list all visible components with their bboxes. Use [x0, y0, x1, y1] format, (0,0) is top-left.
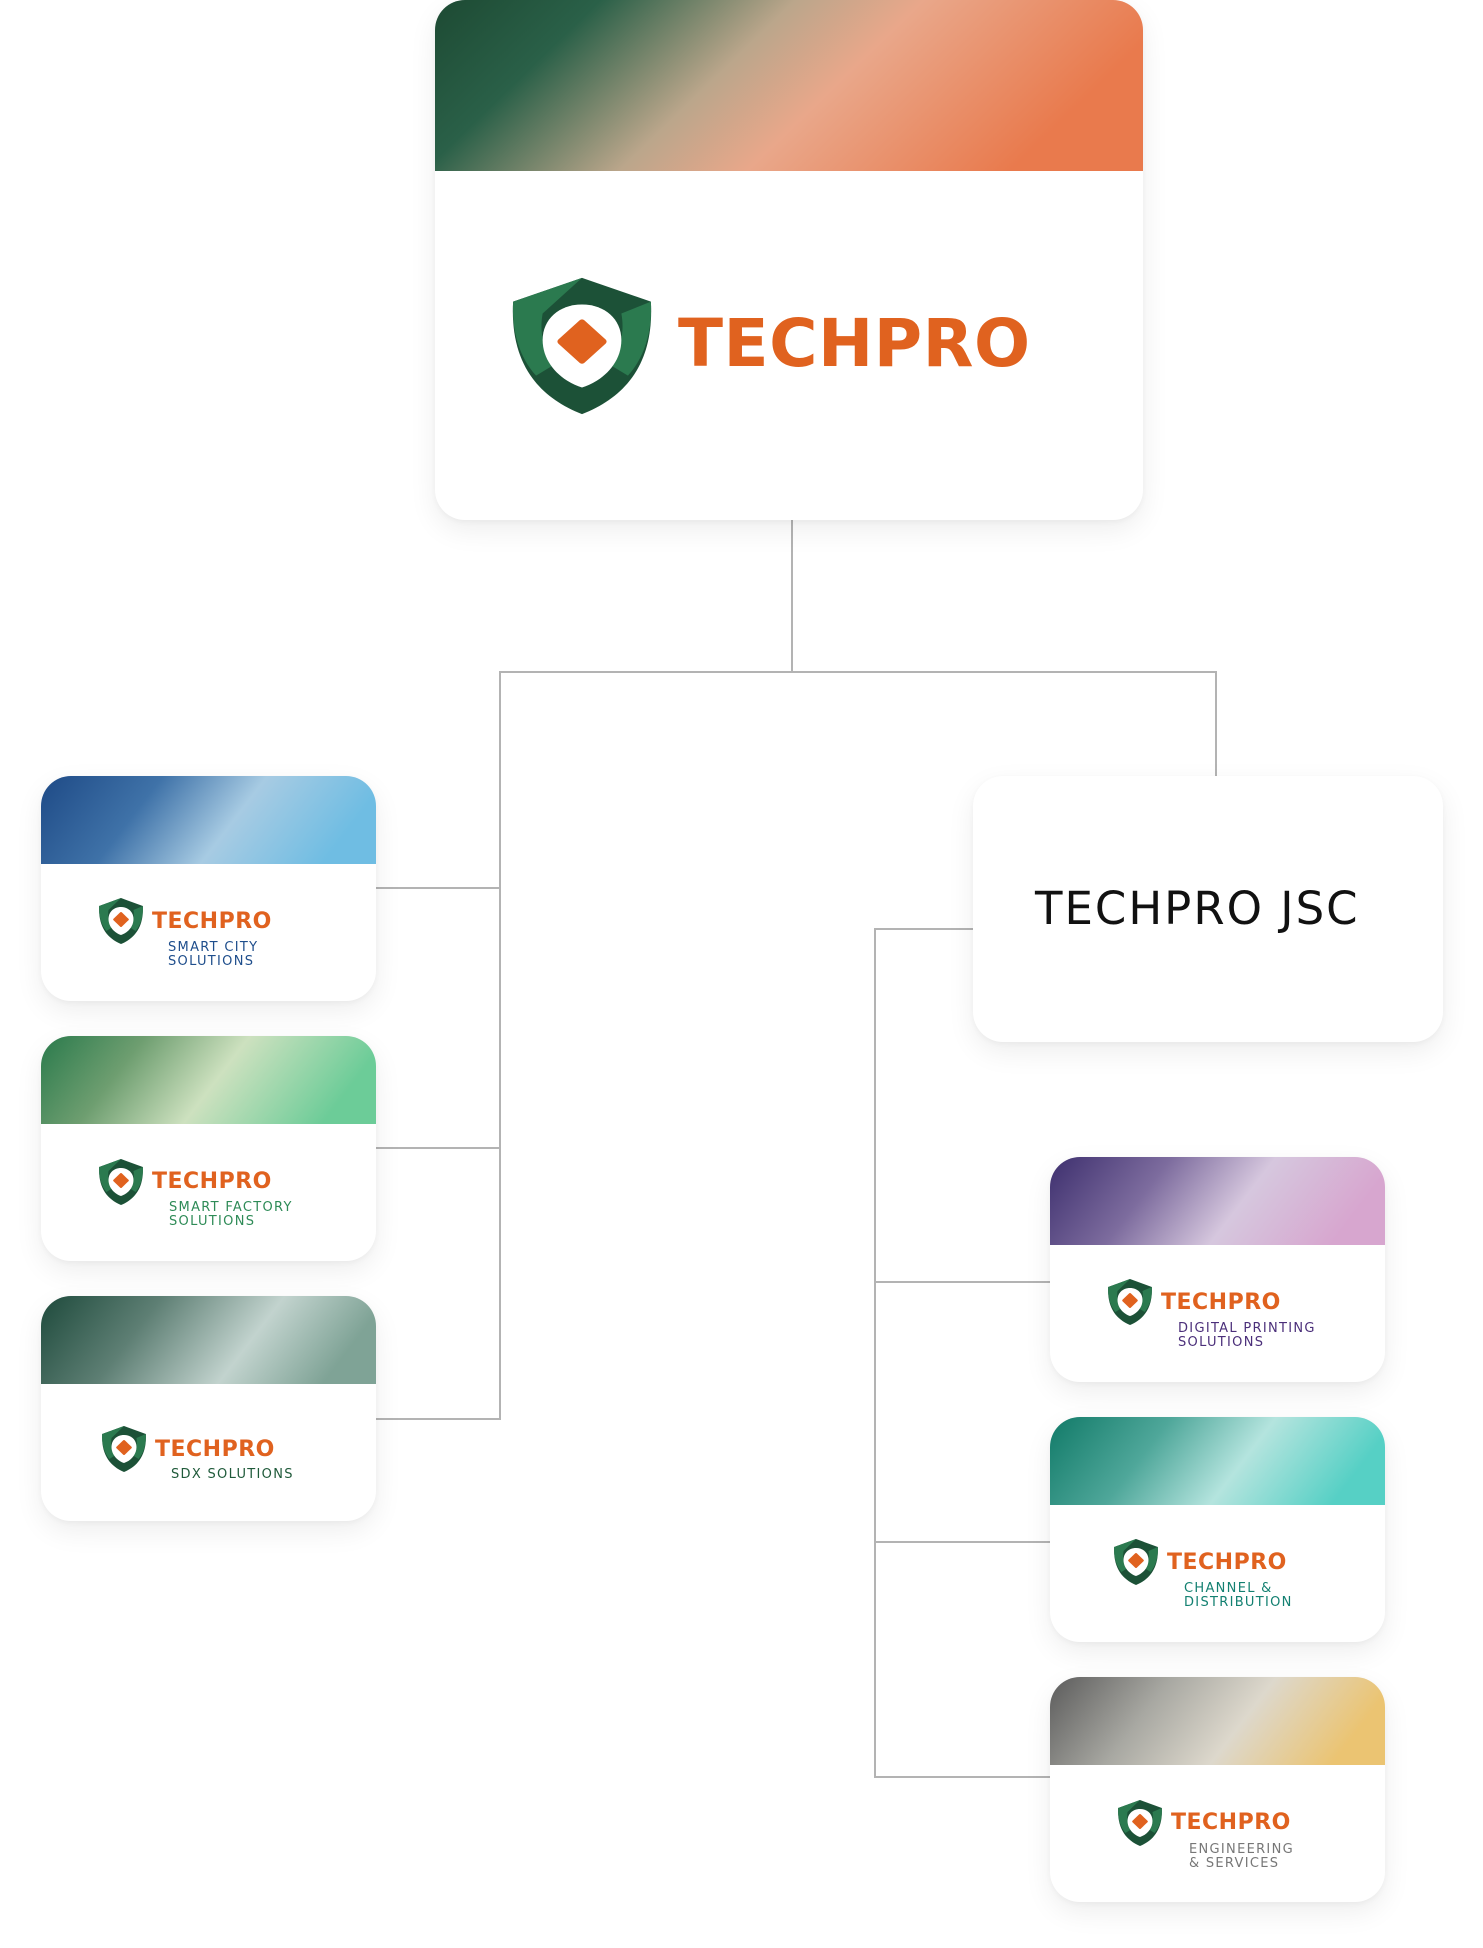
unit-division-line-1: SMART FACTORY — [169, 1200, 293, 1215]
unit-card-engineering-services: TECHPRO ENGINEERING & SERVICES — [1050, 1677, 1385, 1902]
card-gradient-band — [41, 776, 376, 864]
unit-wordmark: TECHPRO — [152, 1169, 272, 1194]
unit-card-digital-printing: TECHPRO DIGITAL PRINTING SOLUTIONS — [1050, 1157, 1385, 1382]
connector-right-branch-2 — [874, 1541, 1051, 1543]
connector-left-branch-1 — [375, 887, 500, 889]
unit-wordmark: TECHPRO — [155, 1437, 275, 1462]
parent-company-card: TECHPRO JSC — [973, 776, 1443, 1042]
shield-logo-icon — [98, 1157, 144, 1207]
unit-wordmark: TECHPRO — [152, 909, 272, 934]
connector-root-stem — [791, 520, 793, 673]
unit-card-smart-factory: TECHPRO SMART FACTORY SOLUTIONS — [41, 1036, 376, 1261]
unit-division-line-1: SMART CITY — [168, 940, 259, 955]
card-gradient-band — [1050, 1417, 1385, 1505]
root-wordmark: TECHPRO — [678, 305, 1031, 382]
shield-logo-icon — [500, 272, 664, 420]
connector-root-horizontal — [499, 671, 1217, 673]
root-card: TECHPRO — [435, 0, 1143, 520]
unit-division-line-2: DISTRIBUTION — [1184, 1595, 1293, 1610]
connector-right-branch-3 — [874, 1776, 1051, 1778]
shield-logo-icon — [1117, 1798, 1163, 1848]
parent-company-title: TECHPRO JSC — [1035, 882, 1360, 935]
unit-wordmark: TECHPRO — [1161, 1290, 1281, 1315]
unit-card-smart-city: TECHPRO SMART CITY SOLUTIONS — [41, 776, 376, 1001]
unit-division-line-2: SOLUTIONS — [169, 1214, 256, 1229]
unit-division-line-2: & SERVICES — [1189, 1856, 1280, 1871]
unit-card-channel-distribution: TECHPRO CHANNEL & DISTRIBUTION — [1050, 1417, 1385, 1642]
unit-wordmark: TECHPRO — [1171, 1810, 1291, 1835]
shield-logo-icon — [1107, 1277, 1153, 1327]
card-gradient-band — [41, 1296, 376, 1384]
shield-logo-icon — [101, 1424, 147, 1474]
unit-division-line-1: ENGINEERING — [1189, 1842, 1294, 1857]
root-gradient-band — [435, 0, 1143, 171]
card-gradient-band — [1050, 1157, 1385, 1245]
connector-right-drop — [1215, 671, 1217, 777]
connector-left-trunk — [499, 671, 501, 1420]
unit-division-line-1: CHANNEL & — [1184, 1581, 1273, 1596]
shield-logo-icon — [98, 896, 144, 946]
connector-left-branch-2 — [375, 1147, 500, 1149]
connector-right-trunk — [874, 928, 876, 1778]
unit-division-line-1: DIGITAL PRINTING — [1178, 1321, 1316, 1336]
unit-division-line-1: SDX SOLUTIONS — [171, 1467, 294, 1482]
connector-jsc-link — [874, 928, 974, 930]
unit-card-sdx: TECHPRO SDX SOLUTIONS — [41, 1296, 376, 1521]
unit-wordmark: TECHPRO — [1167, 1550, 1287, 1575]
unit-division-line-2: SOLUTIONS — [168, 954, 255, 969]
shield-logo-icon — [1113, 1537, 1159, 1587]
connector-right-branch-1 — [874, 1281, 1051, 1283]
card-gradient-band — [1050, 1677, 1385, 1765]
card-gradient-band — [41, 1036, 376, 1124]
unit-division-line-2: SOLUTIONS — [1178, 1335, 1265, 1350]
connector-left-branch-3 — [375, 1418, 500, 1420]
